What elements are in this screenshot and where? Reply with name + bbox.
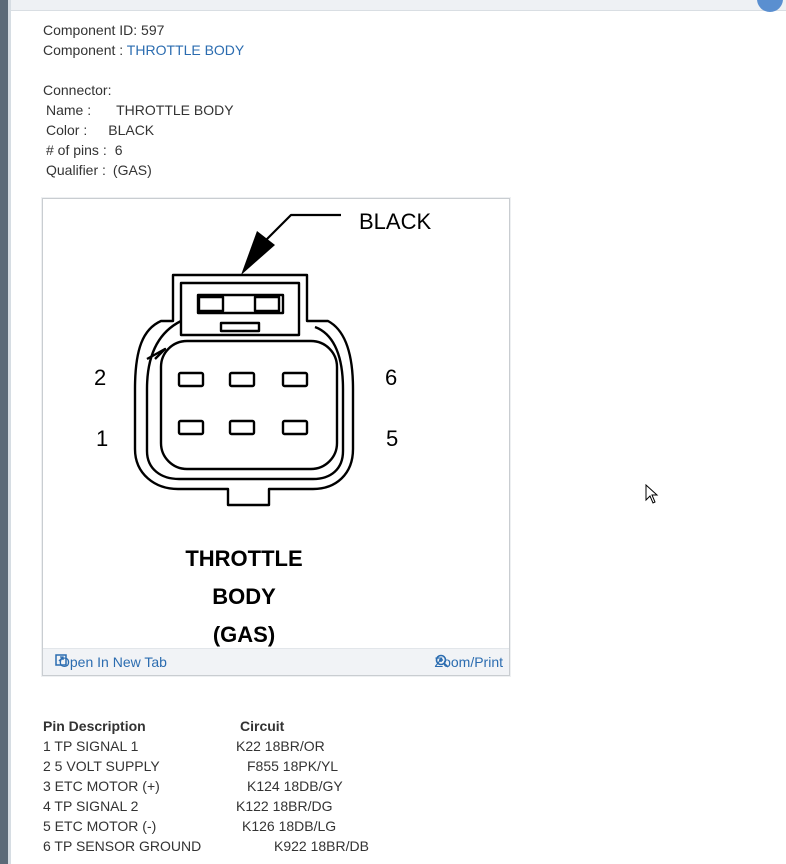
connector-pins-label: # of pins : — [46, 142, 107, 158]
circuit-header: Circuit — [240, 718, 285, 734]
pin-label-2: 2 — [94, 365, 106, 390]
connector-qualifier-row: Qualifier : (GAS) — [43, 160, 234, 180]
color-callout-text: BLACK — [359, 209, 431, 234]
pin-description: 5 ETC MOTOR (-) — [43, 818, 157, 834]
connector-pins-row: # of pins : 6 — [43, 140, 234, 160]
diagram-title-line-2: BODY — [212, 584, 276, 609]
pin-circuit: K922 18BR/DB — [274, 838, 369, 854]
latch-slot-left — [197, 295, 225, 313]
connector-diagram: BLACK 2 1 6 5 THROTTLE BODY (GAS) — [94, 209, 431, 647]
pin-circuit: K22 18BR/OR — [236, 738, 325, 754]
latch-tab — [219, 321, 261, 333]
cavity-6 — [281, 371, 309, 388]
pin-description: 1 TP SIGNAL 1 — [43, 738, 139, 754]
pin-circuit: F855 18PK/YL — [247, 758, 339, 774]
avatar[interactable] — [757, 0, 783, 12]
connector-color-label: Color : — [46, 122, 88, 138]
connector-face — [159, 339, 339, 471]
pin-circuit: K124 18DB/GY — [247, 778, 343, 794]
component-name-row: Component : THROTTLE BODY — [43, 40, 244, 60]
window-left-edge — [0, 0, 8, 864]
pin-label-6: 6 — [385, 365, 397, 390]
callout-leader — [264, 213, 341, 242]
open-in-new-tab-button[interactable]: Open In New Tab — [55, 654, 167, 670]
mouse-pointer-icon — [645, 484, 659, 504]
connector-name-value: THROTTLE BODY — [116, 102, 234, 118]
diagram-title-line-1: THROTTLE — [185, 546, 302, 571]
top-toolbar-strip — [11, 0, 786, 11]
pin-label-1: 1 — [96, 426, 108, 451]
connector-pins-value: 6 — [114, 142, 123, 158]
diagram-title-line-3: (GAS) — [213, 622, 275, 647]
key-notch — [146, 347, 167, 361]
connector-name-row: Name : THROTTLE BODY — [43, 100, 234, 120]
pin-circuit: K126 18DB/LG — [242, 818, 337, 834]
connector-heading: Connector: — [43, 82, 112, 98]
pin-cavities — [177, 371, 309, 436]
connector-qualifier-value: (GAS) — [112, 162, 152, 178]
cavity-5 — [281, 419, 309, 436]
callout-arrowhead — [241, 231, 275, 275]
connector-color-row: Color : BLACK — [43, 120, 234, 140]
cavity-4 — [228, 419, 256, 436]
pin-circuit: K122 18BR/DG — [236, 798, 333, 814]
component-name-label: Component : — [43, 42, 127, 58]
housing-inner — [145, 319, 345, 481]
connector-name-label: Name : — [46, 102, 92, 118]
component-info: Component ID: 597 Component : THROTTLE B… — [43, 20, 244, 60]
pin-label-5: 5 — [386, 426, 398, 451]
latch-frame — [179, 281, 301, 337]
scroll-gutter — [8, 0, 11, 864]
pin-description: 4 TP SIGNAL 2 — [43, 798, 139, 814]
cavity-1 — [177, 419, 205, 436]
connector-info: Connector: Name : THROTTLE BODY Color : BL… — [43, 80, 234, 180]
zoom-icon — [435, 654, 449, 668]
open-in-new-tab-label: Open In New Tab — [59, 654, 167, 670]
zoom-print-label: Zoom/Print — [434, 654, 503, 670]
connector-color-value: BLACK — [108, 122, 155, 138]
open-tab-icon — [55, 654, 67, 666]
component-id: Component ID: 597 — [43, 22, 165, 38]
latch-slot-right — [253, 295, 281, 313]
pin-description: 2 5 VOLT SUPPLY — [43, 758, 160, 774]
connector-qualifier-label: Qualifier : — [46, 162, 106, 178]
housing-outer — [133, 273, 355, 507]
card-footer: Open In New Tab Zoom/Print — [43, 648, 509, 675]
pin-description-header: Pin Description — [43, 718, 146, 734]
pin-description: 3 ETC MOTOR (+) — [43, 778, 160, 794]
connector-diagram-card: BLACK 2 1 6 5 THROTTLE BODY (GAS) Open I… — [42, 198, 510, 676]
pin-description: 6 TP SENSOR GROUND — [43, 838, 202, 854]
zoom-print-button[interactable]: Zoom/Print — [435, 654, 503, 670]
component-name-link[interactable]: THROTTLE BODY — [126, 42, 245, 58]
cavity-3 — [228, 371, 256, 388]
cavity-2 — [177, 371, 205, 388]
